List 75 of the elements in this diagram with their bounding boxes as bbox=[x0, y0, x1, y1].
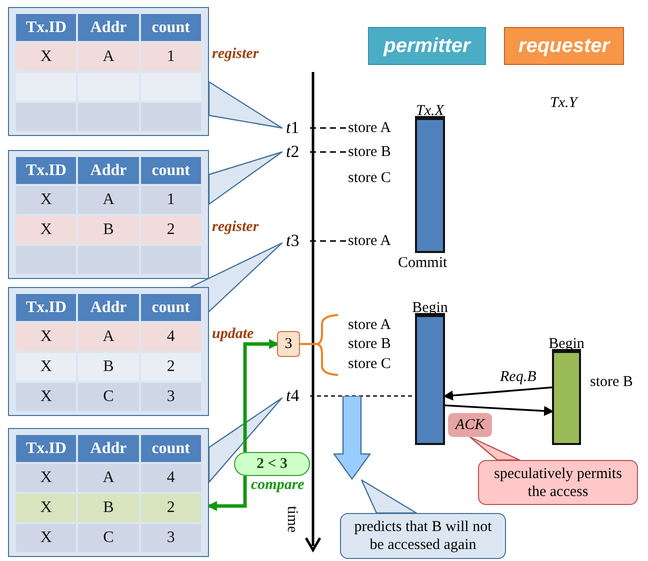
table-cell: 2 bbox=[140, 353, 201, 381]
operation-label: store C bbox=[348, 355, 391, 373]
header-cell: Tx.ID bbox=[16, 157, 76, 184]
table-cell: X bbox=[16, 216, 76, 244]
table-cell: 1 bbox=[140, 43, 201, 71]
table-cell: A bbox=[78, 186, 139, 214]
header-cell: count bbox=[140, 435, 201, 462]
table-cell: X bbox=[16, 353, 76, 381]
annotation-text: register bbox=[212, 219, 259, 236]
time-point-label: t1 bbox=[282, 118, 300, 138]
arrow bbox=[207, 476, 247, 512]
edge-label: Req.B bbox=[500, 368, 536, 386]
table-cell: A bbox=[78, 464, 139, 492]
operation-label: store B bbox=[348, 143, 391, 161]
annotation-text: update bbox=[212, 326, 254, 343]
table-cell: B bbox=[78, 353, 139, 381]
header-cell: Addr bbox=[78, 294, 139, 321]
table-panel bbox=[8, 428, 209, 557]
header-cell: Tx.ID bbox=[16, 14, 76, 41]
axis-label: time bbox=[284, 506, 299, 533]
table-panel bbox=[8, 150, 209, 279]
table-cell: 3 bbox=[140, 383, 201, 411]
operation-label: store A bbox=[348, 316, 391, 334]
header-cell: Tx.ID bbox=[16, 294, 76, 321]
operation-label: store C bbox=[348, 169, 391, 187]
table-cell: X bbox=[16, 383, 76, 411]
arrow bbox=[243, 339, 279, 452]
time-point-label: t4 bbox=[282, 386, 300, 406]
operation-label: store A bbox=[348, 232, 391, 250]
header-cell: Addr bbox=[78, 14, 139, 41]
bar-caption: store B bbox=[590, 373, 633, 391]
table-cell: 2 bbox=[140, 494, 201, 522]
table-cell: A bbox=[78, 43, 139, 71]
annotation-text: compare bbox=[251, 477, 304, 494]
table-cell: 4 bbox=[140, 464, 201, 492]
table-panel bbox=[8, 7, 209, 136]
annotation-text: register bbox=[212, 46, 259, 63]
ack-label: ACK bbox=[448, 413, 492, 437]
compare-pill: 2 < 3 bbox=[234, 452, 310, 476]
operation-label: store B bbox=[348, 335, 391, 353]
arrow bbox=[443, 386, 552, 400]
table-cell: 4 bbox=[140, 323, 201, 351]
table-panel bbox=[8, 287, 209, 416]
operation-label: Tx.Y bbox=[550, 94, 578, 112]
table-cell: 3 bbox=[140, 524, 201, 552]
time-point-label: t3 bbox=[282, 231, 300, 251]
table-cell: X bbox=[16, 323, 76, 351]
role-label: requester bbox=[504, 27, 624, 65]
bar-heading: Begin bbox=[412, 299, 448, 317]
time-point-label: t2 bbox=[282, 142, 300, 162]
header-cell: count bbox=[140, 294, 201, 321]
header-cell: Addr bbox=[78, 157, 139, 184]
bar-caption: Commit bbox=[398, 254, 448, 272]
bar-heading: Begin bbox=[548, 335, 584, 353]
table-cell: 1 bbox=[140, 186, 201, 214]
header-cell: count bbox=[140, 157, 201, 184]
table-cell: A bbox=[78, 323, 139, 351]
role-label: permitter bbox=[368, 27, 486, 65]
table-cell: X bbox=[16, 464, 76, 492]
table-cell: C bbox=[78, 524, 139, 552]
header-cell: Addr bbox=[78, 435, 139, 462]
operation-label: store A bbox=[348, 119, 391, 137]
count-box: 3 bbox=[277, 331, 300, 357]
table-cell: X bbox=[16, 524, 76, 552]
table-cell: B bbox=[78, 494, 139, 522]
header-cell: Tx.ID bbox=[16, 435, 76, 462]
table-cell: B bbox=[78, 216, 139, 244]
bar-heading: Tx.X bbox=[416, 102, 444, 120]
arrow bbox=[444, 404, 554, 416]
table-cell: X bbox=[16, 186, 76, 214]
table-cell: X bbox=[16, 494, 76, 522]
header-cell: count bbox=[140, 14, 201, 41]
table-cell: 2 bbox=[140, 216, 201, 244]
table-cell: X bbox=[16, 43, 76, 71]
table-cell: C bbox=[78, 383, 139, 411]
